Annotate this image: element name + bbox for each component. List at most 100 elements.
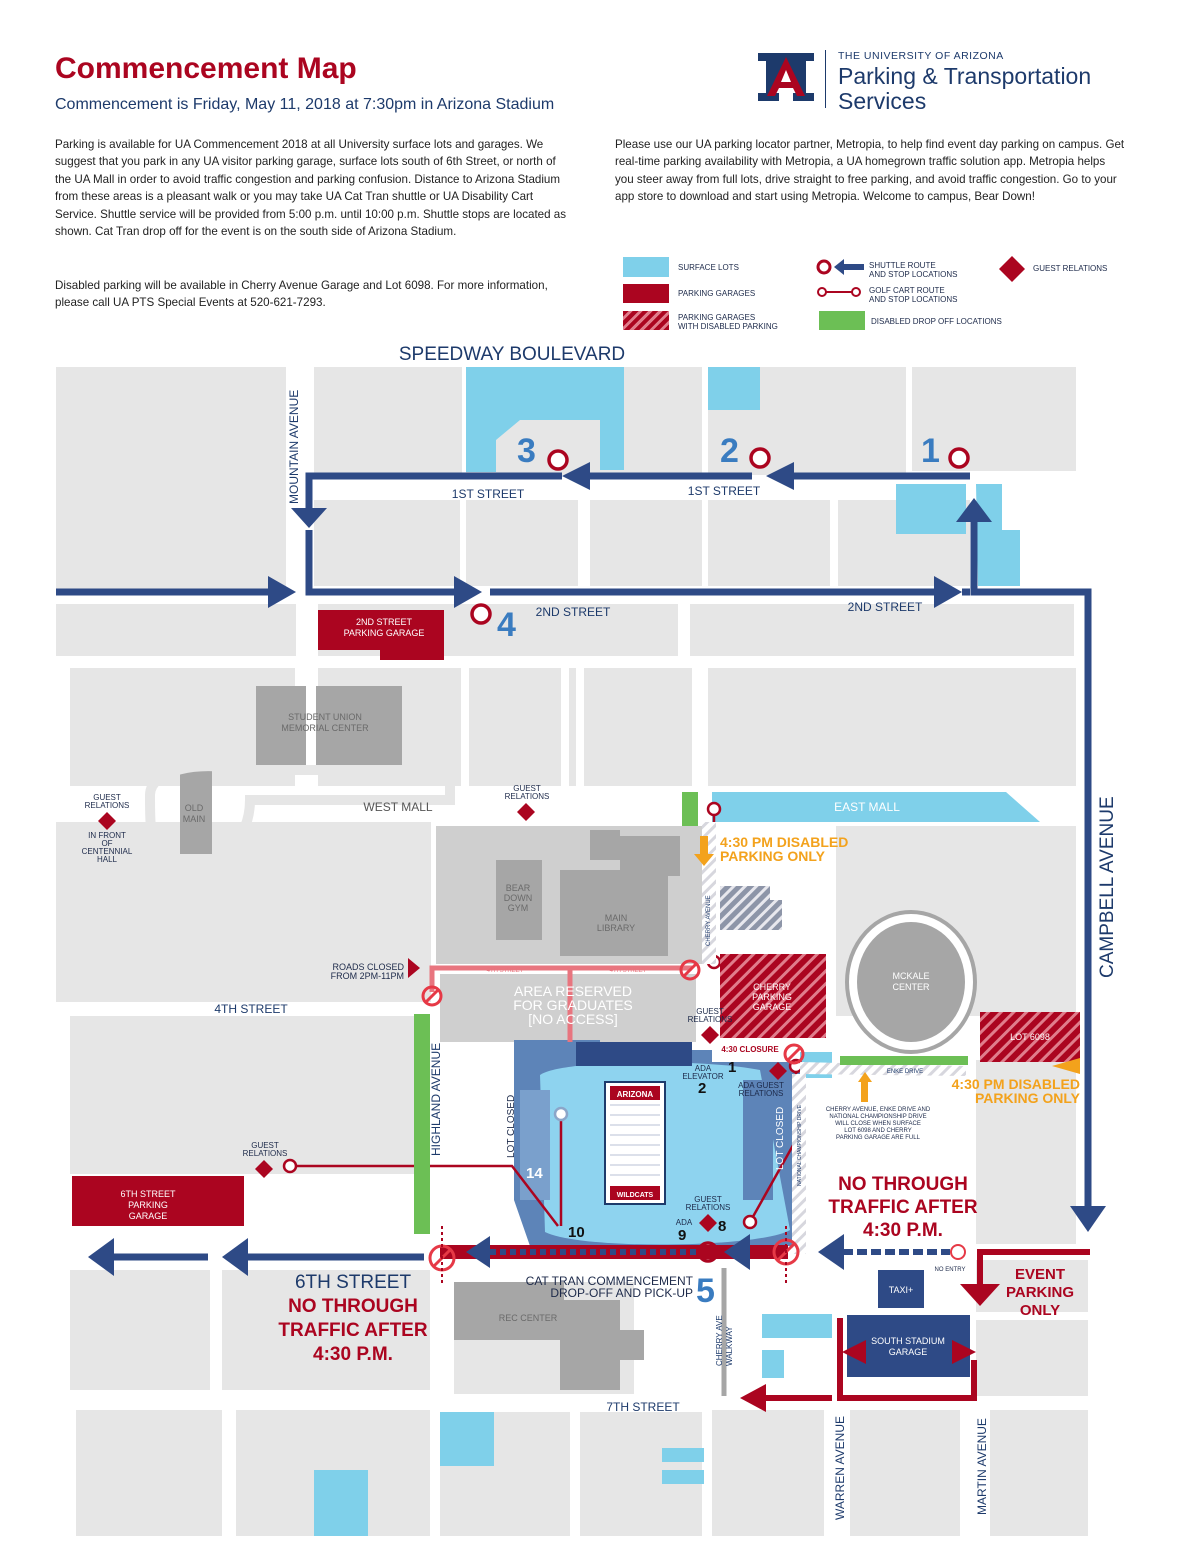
- svg-text:2: 2: [698, 1080, 706, 1097]
- svg-text:CAT TRAN COMMENCEMENT: CAT TRAN COMMENCEMENT: [526, 1274, 694, 1288]
- seventh-street-label: 7TH STREET: [606, 1400, 680, 1414]
- svg-text:RELATIONS: RELATIONS: [243, 1149, 288, 1158]
- shuttle-arrow-icon: [834, 259, 864, 275]
- metropia-paragraph: Please use our UA parking locator partne…: [615, 138, 1125, 204]
- street-labels: SPEEDWAY BOULEVARD MOUNTAIN AVENUE 1ST S…: [214, 344, 1118, 1520]
- warren-label: WARREN AVENUE: [833, 1416, 847, 1520]
- martin-label: MARTIN AVENUE: [975, 1418, 989, 1515]
- guest-relations-diamond-icon: [699, 1214, 717, 1232]
- svg-text:CENTENNIAL: CENTENNIAL: [82, 847, 133, 856]
- svg-text:MCKALE: MCKALE: [892, 971, 929, 981]
- arrow-down-icon: [694, 854, 714, 866]
- svg-text:FROM 2PM-11PM: FROM 2PM-11PM: [331, 971, 404, 981]
- arrow-right-icon: [934, 576, 962, 608]
- second-street-label-east: 2ND STREET: [848, 600, 923, 614]
- svg-text:GUEST: GUEST: [694, 1195, 722, 1204]
- svg-text:MAIN: MAIN: [605, 913, 628, 923]
- stop-1-number: 1: [921, 432, 940, 470]
- svg-text:PARKING: PARKING: [128, 1200, 168, 1210]
- legend-garage-label: PARKING GARAGES: [678, 289, 756, 298]
- svg-text:ARIZONA: ARIZONA: [617, 1090, 654, 1099]
- second-street-label-west: 2ND STREET: [536, 605, 611, 619]
- svg-text:PARKING ONLY: PARKING ONLY: [975, 1090, 1081, 1106]
- shuttle-stop-numbers: 1 2 3 4 5: [497, 432, 940, 1310]
- legend-guest-label: GUEST RELATIONS: [1033, 264, 1108, 273]
- arrow-left-icon: [1052, 1058, 1080, 1074]
- svg-text:GARAGE: GARAGE: [753, 1002, 792, 1012]
- svg-text:NATIONAL CHAMPIONSHIP DRIVE: NATIONAL CHAMPIONSHIP DRIVE: [829, 1114, 926, 1120]
- legend-surface-swatch: [623, 257, 669, 277]
- arrow-left-icon: [740, 1384, 766, 1412]
- svg-text:PARKING: PARKING: [1006, 1284, 1074, 1301]
- svg-text:4:30 PM DISABLED: 4:30 PM DISABLED: [720, 834, 848, 850]
- arrow-up-icon: [858, 1072, 872, 1082]
- campus-map: MCKALE CENTER ARIZONA WILDCATS: [48, 344, 1148, 1545]
- shuttle-stops: [470, 447, 970, 1263]
- legend-shuttle-label: SHUTTLE ROUTE AND STOP LOCATIONS: [869, 261, 958, 279]
- second-street-garage-label: 2ND STREET: [356, 617, 413, 627]
- shuttle-route-arrows: [268, 462, 1106, 1232]
- shuttle-stop-icon: [816, 259, 832, 275]
- fourth-street-label: 4TH STREET: [214, 1002, 288, 1016]
- parking-garages: [72, 610, 1080, 1377]
- arrow-left-icon: [818, 1234, 844, 1270]
- arrow-down-icon: [1070, 1206, 1106, 1232]
- guest-relations-diamond-icon: [999, 256, 1025, 282]
- svg-text:8: 8: [718, 1218, 726, 1235]
- svg-text:PARKING GARAGE ARE FULL: PARKING GARAGE ARE FULL: [836, 1135, 921, 1141]
- no-through-traffic-west: NO THROUGH TRAFFIC AFTER 4:30 P.M.: [278, 1296, 427, 1365]
- stop-2-number: 2: [720, 432, 739, 470]
- south-stadium-garage-label: SOUTH STADIUM: [871, 1336, 945, 1346]
- golf-cart-stop-icon: [851, 287, 861, 297]
- stadium-gates: 1 2 8 9 10 14: [526, 1059, 736, 1244]
- legend-disabled-garage-label: PARKING GARAGES WITH DISABLED PARKING: [678, 313, 778, 331]
- arrow-down-icon: [291, 508, 327, 528]
- svg-text:4:30 P.M.: 4:30 P.M.: [313, 1344, 393, 1365]
- svg-text:PARKING ONLY: PARKING ONLY: [720, 848, 826, 864]
- sixth-street-route: [88, 1234, 1090, 1412]
- taxi-label: TAXI+: [889, 1285, 914, 1295]
- svg-text:LIBRARY: LIBRARY: [597, 923, 635, 933]
- svg-text:ADA GUEST: ADA GUEST: [738, 1081, 784, 1090]
- cherry-avenue-label: CHERRY AVENUE: [706, 895, 712, 946]
- page-subtitle: Commencement is Friday, May 11, 2018 at …: [55, 96, 555, 113]
- legend-dropoff-swatch: [819, 311, 865, 330]
- arrow-down-icon: [960, 1284, 1000, 1306]
- svg-text:CHERRY AVENUE, ENKE DRIVE AND: CHERRY AVENUE, ENKE DRIVE AND: [826, 1107, 931, 1113]
- guest-relations-diamond-icon: [98, 812, 116, 830]
- svg-text:LOT 6098 AND CHERRY: LOT 6098 AND CHERRY: [844, 1128, 911, 1134]
- national-championship-label: NATIONAL CHAMPIONSHIP DRIVE: [797, 1104, 803, 1186]
- svg-text:IN FRONT: IN FRONT: [88, 831, 126, 840]
- svg-text:NO THROUGH: NO THROUGH: [838, 1174, 968, 1195]
- campbell-label: CAMPBELL AVENUE: [1097, 796, 1118, 978]
- arrow-right-icon: [454, 576, 482, 608]
- national-championship-hatch: [792, 1074, 806, 1254]
- arrow-right-icon: [408, 958, 420, 978]
- closure-label: 4:30 CLOSURE: [721, 1045, 779, 1054]
- mountain-label: MOUNTAIN AVENUE: [287, 390, 301, 504]
- svg-text:RELATIONS: RELATIONS: [686, 1203, 731, 1212]
- svg-text:GUEST: GUEST: [513, 784, 541, 793]
- svg-text:STUDENT UNION: STUDENT UNION: [288, 712, 362, 722]
- svg-text:ADA: ADA: [695, 1064, 712, 1073]
- svg-text:4TH STREET: 4TH STREET: [487, 968, 524, 974]
- arrow-right-icon: [268, 576, 296, 608]
- disabled-dropoff-locations: [414, 792, 968, 1234]
- svg-text:GYM: GYM: [508, 903, 529, 913]
- svg-text:DROP-OFF AND PICK-UP: DROP-OFF AND PICK-UP: [550, 1286, 693, 1300]
- graduates-reserved-area-label: AREA RESERVED FOR GRADUATES [NO ACCESS]: [513, 983, 633, 1027]
- closure-dashed-lines: [441, 1226, 787, 1286]
- svg-text:TRAFFIC AFTER: TRAFFIC AFTER: [828, 1197, 977, 1218]
- svg-text:10: 10: [568, 1224, 585, 1241]
- svg-text:GUEST: GUEST: [93, 793, 121, 802]
- svg-text:PARKING: PARKING: [752, 992, 792, 1002]
- svg-text:CENTER: CENTER: [892, 982, 930, 992]
- no-through-traffic-east: NO THROUGH TRAFFIC AFTER 4:30 P.M.: [828, 1174, 977, 1241]
- legend-golf-label: GOLF CART ROUTE AND STOP LOCATIONS: [869, 286, 958, 304]
- campus-paths: [461, 660, 584, 820]
- shuttle-route: [56, 472, 1092, 1210]
- svg-text:AREA RESERVED: AREA RESERVED: [514, 983, 632, 999]
- logo-department-name: Parking & Transportation Services: [838, 64, 1091, 114]
- disabled-parking-paragraph: Disabled parking will be available in Ch…: [55, 279, 548, 310]
- svg-text:EVENT: EVENT: [1015, 1266, 1065, 1283]
